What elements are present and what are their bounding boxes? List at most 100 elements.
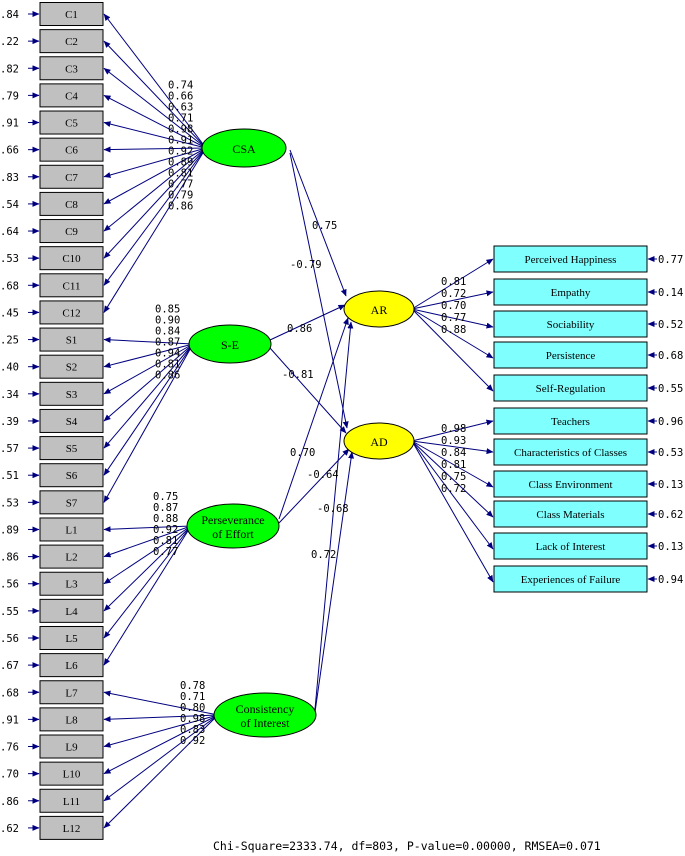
structural-coef-CSA-AD: -0.79 (290, 259, 322, 271)
error-variance-C6: .66 (0, 145, 19, 157)
structural-coef-CI-AD: 0.72 (311, 549, 336, 561)
loading-arrow-CSA-4 (103, 94, 207, 149)
loading-arrow-CSA-11 (103, 147, 207, 286)
indicator-label-S7: S7 (66, 497, 78, 509)
indicator-label-S6: S6 (66, 470, 78, 482)
loading-CI-6: 0.92 (180, 735, 205, 747)
indicator-label-C9: C9 (65, 226, 78, 238)
latent-label-CI-2: of Interest (241, 716, 291, 730)
latent-SE (188, 324, 272, 364)
indicator-box-C9 (39, 219, 104, 244)
indicator-label-lack-of-interest: Lack of Interest (536, 541, 606, 553)
error-variance-C9: .64 (0, 226, 19, 238)
loading-arrow-PE-1 (103, 525, 192, 533)
error-variance-C11: .68 (0, 280, 19, 292)
error-variance-C2: .22 (0, 36, 19, 48)
loading-CSA-11: 0.79 (168, 189, 193, 201)
loading-arrow-class-materials (411, 440, 494, 518)
structural-path-CI-AR (314, 321, 354, 710)
loading-arrow-CI-3 (103, 714, 219, 748)
loading-arrow-CI-1 (103, 690, 219, 716)
loading-CI-1: 0.78 (180, 680, 205, 692)
indicator-box-C12 (39, 300, 104, 325)
loading-CSA-3: 0.63 (168, 101, 193, 113)
indicator-label-C5: C5 (65, 118, 78, 130)
indicator-label-L7: L7 (65, 687, 78, 699)
latent-CI (213, 692, 317, 738)
indicator-box-L5 (39, 625, 104, 650)
error-variance-S2: .40 (0, 362, 19, 374)
indicator-box-S5 (39, 436, 104, 461)
error-variance-perceived-happiness: 0.77 (658, 254, 683, 266)
structural-path-PE-AR (278, 317, 349, 520)
error-variance-L2: .86 (0, 552, 19, 564)
loading-arrow-PE-2 (103, 525, 192, 558)
error-variance-empathy: 0.14 (658, 287, 683, 299)
indicator-label-C7: C7 (65, 172, 78, 184)
error-variance-L12: .62 (0, 823, 19, 835)
error-variance-L1: .89 (0, 524, 19, 536)
indicator-box-S2 (39, 354, 104, 379)
error-variance-persistence: 0.68 (658, 350, 683, 362)
indicator-label-empathy: Empathy (551, 287, 591, 299)
loading-arrow-PE-4 (103, 525, 192, 612)
indicator-box-L4 (39, 598, 104, 623)
loading-arrow-CI-2 (103, 714, 219, 723)
indicator-label-self-regulation: Self-Regulation (536, 383, 606, 395)
loading-arrow-CI-6 (103, 714, 219, 829)
structural-path-CSA-AD (289, 152, 349, 429)
loading-arrow-empathy (411, 290, 494, 310)
error-variance-L10: .70 (0, 769, 19, 781)
indicator-label-C4: C4 (65, 90, 78, 102)
latent-label-AD: AD (370, 435, 388, 449)
loading-arrow-PE-5 (103, 525, 192, 639)
loading-class-materials: 0.81 (441, 459, 466, 471)
indicator-box-experiences-of-failure (493, 565, 648, 593)
error-variance-C4: .79 (0, 90, 19, 102)
latent-label-PE-2: of Effort (212, 527, 254, 541)
indicator-label-S4: S4 (66, 416, 78, 428)
structural-path-SE-AD (269, 347, 347, 434)
indicator-box-class-materials (493, 500, 648, 528)
error-variance-L6: .67 (0, 660, 19, 672)
indicator-box-L11 (39, 788, 104, 813)
error-variance-C7: .83 (0, 172, 19, 184)
loading-SE-4: 0.87 (155, 336, 180, 348)
indicator-label-C1: C1 (65, 9, 78, 21)
structural-coef-CSA-AR: 0.75 (312, 220, 337, 232)
error-variance-L4: .55 (0, 606, 19, 618)
indicator-label-C3: C3 (65, 63, 78, 75)
indicator-box-C4 (39, 83, 104, 108)
indicator-label-teachers: Teachers (551, 416, 590, 428)
indicator-label-class-environment: Class Environment (528, 479, 612, 491)
loading-SE-2: 0.90 (155, 314, 180, 326)
structural-coef-SE-AD: -0.81 (282, 369, 314, 381)
indicator-label-L1: L1 (65, 524, 77, 536)
indicator-box-C8 (39, 191, 104, 216)
loading-CSA-4: 0.71 (168, 112, 193, 124)
loading-arrow-self-regulation (411, 308, 494, 392)
loading-CSA-8: 0.89 (168, 156, 193, 168)
indicator-label-L2: L2 (65, 552, 77, 564)
error-variance-L5: .56 (0, 633, 19, 645)
loading-experiences-of-failure: 0.72 (441, 483, 466, 495)
loading-CSA-12: 0.86 (168, 200, 193, 212)
structural-coef-CI-AR: -0.68 (317, 503, 349, 515)
loading-CSA-10: 0.77 (168, 178, 193, 190)
indicator-box-sociability (493, 310, 648, 338)
error-variance-C8: .54 (0, 199, 19, 211)
indicator-label-L4: L4 (65, 606, 78, 618)
loading-arrow-CSA-12 (103, 147, 207, 313)
error-variance-sociability: 0.52 (658, 319, 683, 331)
indicator-box-self-regulation (493, 374, 648, 402)
indicator-label-C6: C6 (65, 145, 78, 157)
loading-empathy: 0.72 (441, 288, 466, 300)
error-variance-class-materials: 0.62 (658, 509, 683, 521)
error-variance-C3: .82 (0, 63, 19, 75)
error-variance-experiences-of-failure: 0.94 (658, 574, 683, 586)
error-variance-L7: .68 (0, 687, 19, 699)
indicator-box-teachers (493, 407, 648, 435)
structural-path-CI-AD (314, 451, 355, 713)
indicator-box-S1 (39, 327, 104, 352)
